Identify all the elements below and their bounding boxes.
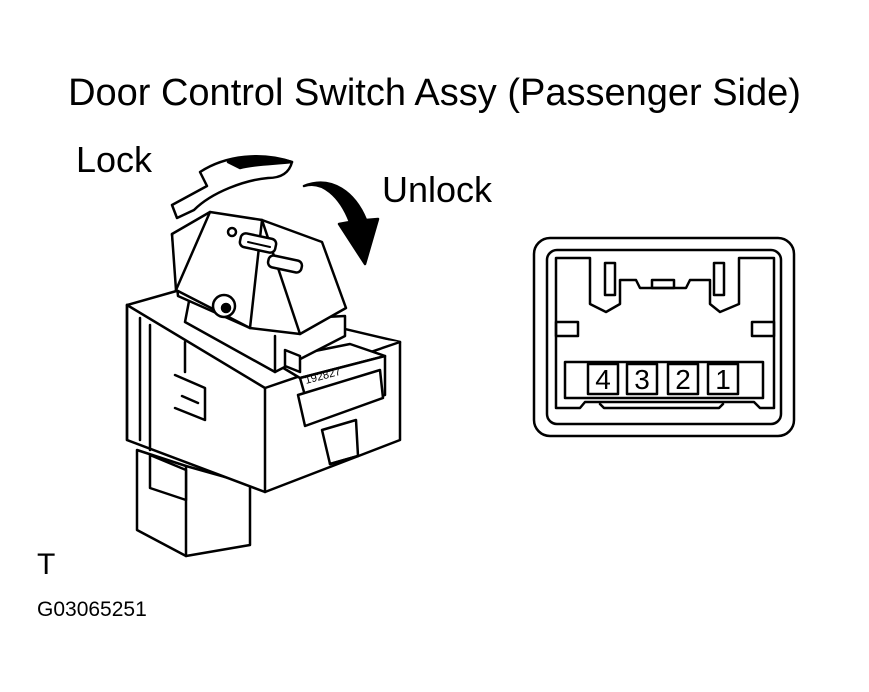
unlock-arrow-icon [302, 181, 380, 266]
pin-4-box [586, 362, 620, 396]
pin-label: 2 [675, 364, 691, 395]
pin-1-box [706, 362, 740, 396]
pin-2-box [666, 362, 700, 396]
figure-code: G03065251 [37, 598, 147, 621]
corner-mark: T [37, 548, 56, 581]
lock-arrow-icon [170, 155, 294, 220]
diagram-title: Door Control Switch Assy (Passenger Side… [68, 72, 801, 114]
door-control-switch [125, 210, 402, 558]
pin-label: 1 [715, 364, 731, 395]
pin-3-box [625, 362, 659, 396]
unlock-label: Unlock [382, 169, 493, 210]
pin-label: 4 [595, 364, 611, 395]
connector-face: 4 3 2 1 [532, 236, 796, 438]
pin-label: 3 [634, 364, 650, 395]
lock-label: Lock [76, 139, 153, 180]
